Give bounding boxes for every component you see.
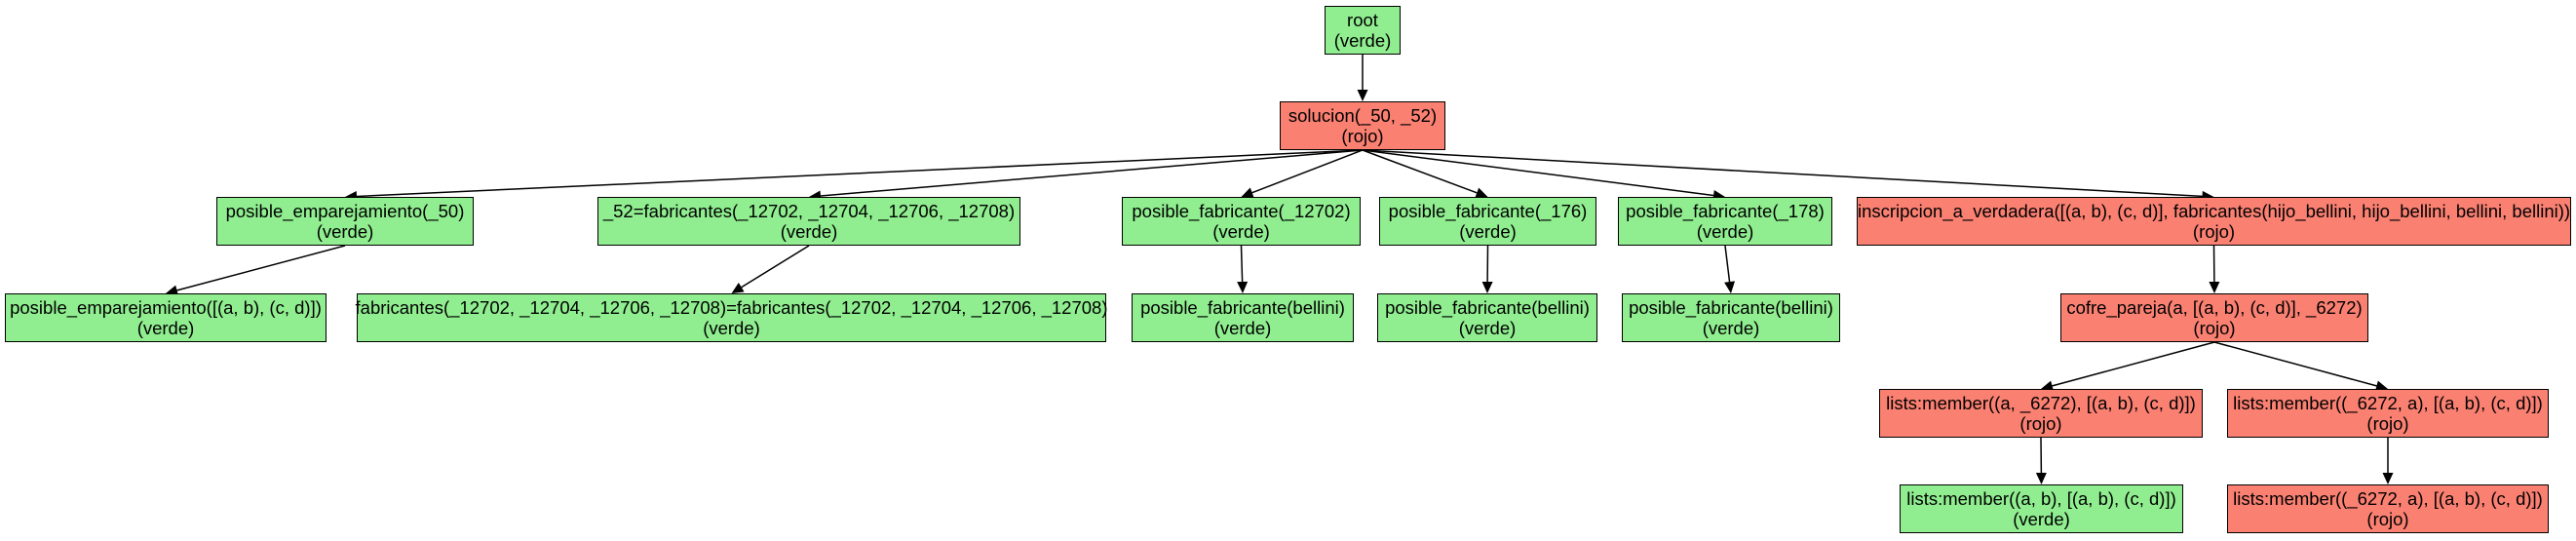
arrowhead: [1724, 281, 1736, 293]
edge-line: [741, 245, 810, 289]
node-label: posible_fabricante(_12702): [1132, 201, 1351, 221]
node-status: (verde): [1696, 221, 1754, 242]
node-root: root (verde): [1325, 6, 1401, 55]
node-status: (verde): [1702, 318, 1760, 338]
node-status: (rojo): [1341, 126, 1384, 146]
node-status: (verde): [1333, 30, 1392, 51]
node-status: (rojo): [2193, 318, 2236, 338]
arrowhead: [2382, 473, 2394, 484]
node-status: (verde): [316, 221, 374, 242]
edge-line: [2213, 341, 2377, 387]
node-status: (verde): [1459, 221, 1517, 242]
node-label: posible_fabricante(bellini): [1629, 297, 1833, 318]
node-status: (rojo): [2019, 413, 2062, 434]
node-posible-fabricante-bellini: posible_fabricante(bellini) (verde): [1377, 293, 1597, 342]
edge-n3-n9: [731, 245, 810, 293]
edge-n1-n3: [809, 149, 1364, 202]
node-fabricantes-unify: _52=fabricantes(_12702, _12704, _12706, …: [597, 197, 1020, 246]
arrowhead: [1237, 281, 1249, 293]
edge-line: [1362, 149, 2203, 198]
edge-n4-n10: [1237, 245, 1249, 293]
arrowhead: [2035, 472, 2047, 484]
node-lists-member-6272-a-leaf: lists:member((_6272, a), [(a, b), (c, d)…: [2227, 484, 2549, 533]
edge-line: [1240, 245, 1244, 283]
edge-n0-n1: [1357, 55, 1368, 101]
node-label: _52=fabricantes(_12702, _12704, _12706, …: [602, 201, 1016, 221]
edge-line: [356, 149, 1364, 198]
node-solucion: solucion(_50, _52) (rojo): [1280, 101, 1445, 150]
edge-n7-n13: [2209, 245, 2220, 293]
node-label: lists:member((_6272, a), [(a, b), (c, d)…: [2233, 488, 2543, 509]
node-posible-emparejamiento-list: posible_emparejamiento([(a, b), (c, d)])…: [5, 293, 327, 342]
edge-n14-n16: [2035, 437, 2047, 484]
arrowhead: [1241, 187, 1254, 198]
edge-line: [1724, 245, 1731, 283]
node-posible-fabricante-176: posible_fabricante(_176) (verde): [1379, 197, 1596, 246]
node-label: posible_fabricante(_178): [1626, 201, 1825, 221]
arrowhead: [2374, 380, 2388, 392]
node-status: (verde): [1213, 318, 1272, 338]
node-status: (verde): [1212, 221, 1270, 242]
edge-n13-n14: [2041, 341, 2215, 392]
node-label: solucion(_50, _52): [1288, 105, 1438, 126]
node-label: lists:member((a, b), [(a, b), (c, d)]): [1906, 488, 2176, 509]
node-status: (verde): [1458, 318, 1517, 338]
node-lists-member-a-6272: lists:member((a, _6272), [(a, b), (c, d)…: [1879, 389, 2203, 438]
node-status: (verde): [2013, 509, 2070, 529]
arrowhead: [2041, 380, 2055, 392]
node-status: (rojo): [2366, 509, 2409, 529]
node-label: lists:member((a, _6272), [(a, b), (c, d)…: [1886, 393, 2196, 413]
node-cofre-pareja: cofre_pareja(a, [(a, b), (c, d)], _6272)…: [2060, 293, 2368, 342]
node-lists-member-6272-a: lists:member((_6272, a), [(a, b), (c, d)…: [2227, 389, 2549, 438]
node-inscripcion-a-verdadera: inscripcion_a_verdadera([(a, b), (c, d)]…: [1857, 197, 2571, 246]
edge-n1-n4: [1241, 149, 1364, 198]
arrowhead: [1357, 90, 1368, 101]
node-label: lists:member((_6272, a), [(a, b), (c, d)…: [2233, 393, 2543, 413]
edge-line: [820, 149, 1364, 197]
node-label: posible_fabricante(bellini): [1140, 297, 1345, 318]
arrowhead: [1481, 281, 1493, 293]
node-posible-fabricante-12702: posible_fabricante(_12702) (verde): [1122, 197, 1361, 246]
node-status: (rojo): [2192, 221, 2236, 242]
node-status: (verde): [136, 318, 195, 338]
node-status: (verde): [780, 221, 838, 242]
node-label: posible_fabricante(_176): [1388, 201, 1588, 221]
edge-line: [1362, 149, 1714, 197]
edge-n2-n8: [166, 245, 346, 296]
node-posible-fabricante-bellini: posible_fabricante(bellini) (verde): [1622, 293, 1840, 342]
node-label: inscripcion_a_verdadera([(a, b), (c, d)]…: [1857, 201, 2571, 221]
arrowhead: [1475, 187, 1488, 198]
edge-n5-n11: [1481, 245, 1493, 293]
arrowhead: [731, 283, 745, 293]
edge-n15-n17: [2382, 438, 2394, 484]
node-label: posible_emparejamiento([(a, b), (c, d)]): [10, 297, 322, 318]
edge-line: [1251, 149, 1364, 194]
node-posible-emparejamiento: posible_emparejamiento(_50) (verde): [216, 197, 474, 246]
edge-line: [2052, 341, 2215, 387]
edge-n6-n12: [1724, 245, 1736, 293]
edge-n1-n6: [1362, 149, 1725, 201]
arrowhead: [166, 285, 179, 296]
arrowhead: [2209, 281, 2220, 293]
edge-n1-n5: [1362, 149, 1488, 198]
node-fabricantes-equal: fabricantes(_12702, _12704, _12706, _127…: [355, 293, 1108, 342]
edge-line: [1362, 149, 1478, 194]
edge-n13-n15: [2213, 341, 2388, 392]
edge-n1-n7: [1362, 149, 2214, 202]
node-label: fabricantes(_12702, _12704, _12706, _127…: [355, 297, 1108, 318]
node-status: (verde): [703, 318, 760, 338]
edge-line: [176, 245, 346, 291]
edge-n1-n2: [345, 149, 1364, 202]
node-posible-fabricante-bellini: posible_fabricante(bellini) (verde): [1132, 293, 1354, 342]
node-label: cofre_pareja(a, [(a, b), (c, d)], _6272): [2066, 297, 2363, 318]
node-label: posible_fabricante(bellini): [1385, 297, 1590, 318]
node-posible-fabricante-178: posible_fabricante(_178) (verde): [1618, 197, 1832, 246]
node-label: root: [1347, 10, 1378, 30]
node-status: (rojo): [2366, 413, 2409, 434]
node-label: posible_emparejamiento(_50): [225, 201, 465, 221]
node-lists-member-a-b: lists:member((a, b), [(a, b), (c, d)]) (…: [1900, 484, 2183, 533]
